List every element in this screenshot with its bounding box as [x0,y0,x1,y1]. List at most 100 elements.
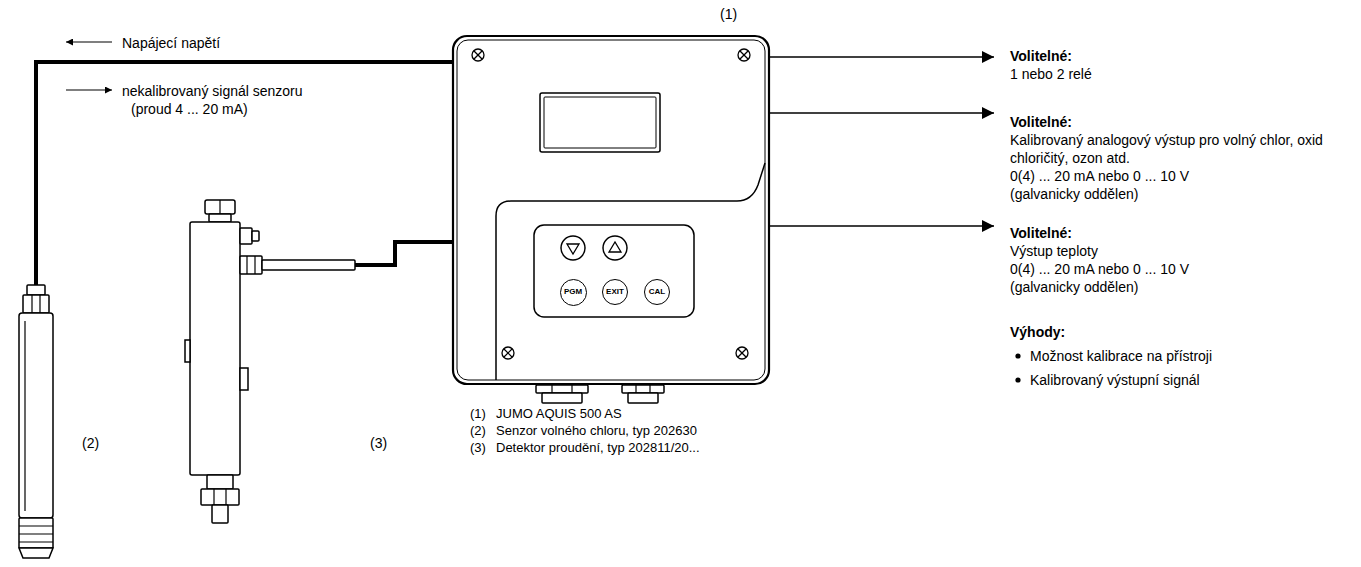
key-button: CAL [644,279,670,305]
advantage-heading: Výhody: [1010,323,1065,341]
probe-tube [262,260,355,270]
callout-number: (3) [470,440,486,456]
option-text: 0(4) ... 20 mA nebo 0 ... 10 V [1010,260,1189,278]
key-button: PGM [560,279,587,306]
housing-inner [457,40,765,380]
advantage-item: Kalibrovaný výstupní signál [1030,371,1200,389]
side-fitting [240,228,252,244]
signal-arrow [66,41,112,42]
gland-edge [571,385,572,393]
option-heading: Volitelné: [1010,224,1072,242]
sensor-body [19,313,53,518]
signal-arrow [66,89,112,90]
gland-edge [649,385,650,393]
signal-label: (proud 4 ... 20 mA) [131,100,248,118]
option-text: Výstup teploty [1010,242,1098,260]
screw-slot [504,349,512,357]
up-triangle [609,242,621,252]
output-arrow [770,112,994,114]
detail-line [39,295,40,313]
controller-housing: (1)PGMEXITCAL [452,35,770,385]
cable-gland [536,385,588,393]
advantage-item: Možnost kalibrace na přístroji [1030,347,1212,365]
gland-edge [551,385,552,393]
display-window [540,93,660,152]
down-key [561,236,585,260]
option-heading: Volitelné: [1010,47,1072,65]
display-glass [544,97,656,148]
front-panel [496,163,765,380]
cable-gland [542,393,582,403]
side-block [185,340,190,362]
sensor-tip [19,518,53,548]
detail-line [246,256,247,274]
signal-cable [36,62,452,285]
detail-line [31,295,32,313]
bottom-neck [207,475,233,489]
bullet-dot [1015,377,1020,382]
screw-slot [740,51,748,59]
option-heading: Volitelné: [1010,113,1072,131]
gland-edge [635,385,636,393]
detail-line [219,200,220,214]
keypad-panel [534,225,694,317]
screw-slot [738,349,746,357]
option-text: Kalibrovaný analogový výstup pro volný c… [1010,131,1355,167]
screw-slot [474,51,482,59]
callout-number: (1) [470,406,486,422]
sensor-gland [27,285,45,295]
flow-detector: (3) [185,200,355,525]
output-arrow [770,225,994,227]
screw-slot [738,349,746,357]
up-key [603,236,627,260]
part-name: Detektor proudění, typ 202811/20... [496,440,700,456]
top-neck [209,214,231,222]
probe-nut [240,256,262,274]
bottom-nut [201,489,239,505]
side-block [240,368,248,390]
callout-holder: (2) [82,434,99,452]
callout-number: (2) [470,423,486,439]
body-highlight [24,321,25,511]
part-name: JUMO AQUIS 500 AS [496,406,622,422]
key-label: CAL [649,288,665,296]
key-button: EXIT [602,279,628,305]
option-text: 0(4) ... 20 mA nebo 0 ... 10 V [1010,167,1189,185]
detail-line [213,489,214,505]
callout-number: (3) [370,434,387,452]
screw-slot [474,51,482,59]
side-fitting [252,231,259,241]
callout-number: (1) [720,5,737,23]
output-arrow [770,56,994,58]
callout-number: (2) [82,434,99,452]
sensor-end [19,548,53,558]
cable-gland [628,393,658,403]
option-text: (galvanicky oddělen) [1010,278,1138,296]
signal-label: nekalibrovaný signál senzoru [122,82,303,100]
chlorine-sensor: (2) [15,285,57,560]
screw [472,49,484,61]
key-label: EXIT [606,288,624,296]
screw-slot [504,349,512,357]
bullet-dot [1015,353,1020,358]
sensor-nut [23,295,49,313]
detector-body [190,222,240,475]
screw [502,347,514,359]
detail-line [19,533,53,534]
chlorine-sensor-drawing [15,285,57,560]
signal-label: Napájecí napětí [122,34,220,52]
option-text: 1 nebo 2 relé [1010,65,1092,83]
callout-holder: (1) [720,5,737,23]
housing-outline [453,36,769,384]
top-cap [205,200,235,214]
option-text: (galvanicky oddělen) [1010,185,1138,203]
screw [738,49,750,61]
down-triangle [567,244,579,254]
bottom-stub [212,505,228,523]
flow-detector-drawing [185,200,355,525]
detail-line [19,525,53,526]
screw [736,347,748,359]
controller-housing-drawing [452,35,770,385]
